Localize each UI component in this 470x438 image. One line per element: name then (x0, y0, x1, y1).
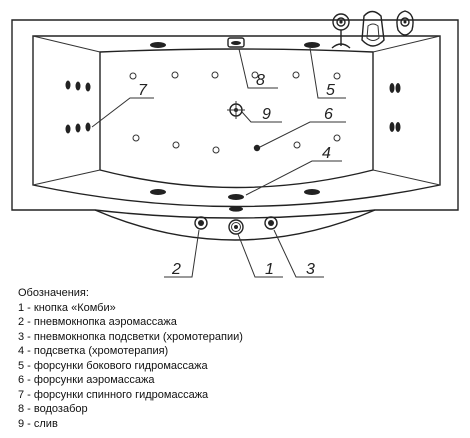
legend-title: Обозначения: (18, 287, 89, 299)
backrest-edge-left-bottom (32, 169, 101, 186)
back-hydromassage-jets (65, 80, 91, 134)
back-jet (85, 122, 91, 132)
combi-button (228, 219, 244, 235)
backrest-edge-right-bottom (372, 169, 441, 186)
water-intake (227, 37, 245, 48)
air-jet-highlighted (253, 144, 261, 152)
spout-outlet-center (403, 20, 407, 24)
legend-item: 6 - форсунки аэромассажа (18, 374, 155, 386)
leader-3 (273, 229, 324, 278)
leader-5 (309, 47, 346, 99)
side-jet (304, 42, 320, 48)
faucet-knob-inner (336, 17, 346, 27)
legend-item: 3 - пневмокнопка подсветки (хромотерапии… (18, 330, 243, 343)
air-jet (212, 146, 220, 154)
air-jet (211, 71, 219, 79)
control-buttons (194, 216, 278, 235)
side-jet (229, 206, 243, 212)
air-jet (333, 72, 341, 80)
tub-outline (11, 19, 459, 241)
legend: Обозначения: 1 - кнопка «Комби» 2 - пнев… (18, 286, 243, 431)
side-jet (395, 122, 401, 132)
leader-8 (238, 48, 278, 89)
back-jet (75, 81, 81, 91)
callout-7: 7 (138, 82, 148, 99)
side-jet (150, 42, 166, 48)
front-apron-inner-edge (94, 209, 376, 219)
combi-button-inner (234, 225, 238, 229)
spout-outlet (400, 17, 410, 27)
side-jet (304, 189, 320, 195)
tub-outer-rim (11, 19, 459, 241)
callout-2: 2 (171, 261, 181, 278)
backrest-edge-right-top (372, 35, 441, 53)
air-jet (292, 71, 300, 79)
callout-1: 1 (265, 261, 274, 278)
faucet-knob-center (339, 20, 343, 24)
callout-8: 8 (256, 72, 265, 89)
leader-lines (91, 47, 346, 278)
side-jet (389, 122, 395, 132)
callout-4: 4 (322, 145, 331, 162)
back-jet (75, 123, 81, 133)
legend-item: 5 - форсунки бокового гидромассажа (18, 359, 208, 372)
legend-item: 9 - слив (18, 417, 58, 430)
air-massage-pneumo-button-inner (198, 220, 204, 226)
air-massage-pneumo-button (194, 216, 208, 230)
drain (227, 101, 245, 119)
mixer-body (361, 10, 385, 47)
faucet-group (331, 10, 414, 49)
side-hydromassage-jets (150, 42, 401, 212)
water-intake-body (227, 37, 245, 48)
leader-2 (164, 229, 200, 278)
leader-6 (259, 121, 346, 148)
water-intake-opening (231, 41, 241, 45)
legend-item: 2 - пневмокнопка аэромассажа (18, 316, 177, 328)
leader-4 (245, 160, 342, 196)
air-massage-jets (129, 71, 341, 154)
spout (396, 10, 414, 36)
combi-button-ring (231, 222, 241, 232)
legend-item: 4 - подсветка (хромотерапия) (18, 345, 169, 357)
light-pneumo-button-inner (268, 220, 274, 226)
inner-rim (32, 35, 441, 208)
side-jet (150, 189, 166, 195)
air-jet (293, 141, 301, 149)
air-jet (171, 71, 179, 79)
air-jet (333, 134, 341, 142)
mixer-handle (366, 23, 380, 41)
back-jet (85, 82, 91, 92)
back-jet (65, 80, 71, 90)
chromotherapy-light (228, 194, 244, 200)
faucet-knob (332, 13, 350, 31)
leader-7 (91, 97, 154, 128)
air-jet (132, 134, 140, 142)
air-jet (129, 72, 137, 80)
callout-3: 3 (306, 261, 315, 278)
back-jet (65, 124, 71, 134)
legend-item: 8 - водозабор (18, 403, 88, 415)
leader-9 (241, 111, 282, 123)
faucet-knob-base (331, 43, 351, 49)
light-pneumo-button (264, 216, 278, 230)
side-jet (389, 83, 395, 93)
callout-9: 9 (262, 106, 271, 123)
callout-5: 5 (326, 82, 335, 99)
bathtub-diagram: 7 8 9 6 5 4 2 1 3 (11, 10, 459, 278)
legend-item: 7 - форсунки спинного гидромассажа (18, 388, 209, 401)
callout-6: 6 (324, 106, 333, 123)
leader-1 (237, 233, 283, 278)
legend-item: 1 - кнопка «Комби» (18, 301, 116, 314)
air-jet (251, 71, 259, 79)
air-jet (172, 141, 180, 149)
backrest-edge-left-top (32, 35, 101, 53)
callout-labels: 7 8 9 6 5 4 2 1 3 (138, 72, 335, 278)
side-jet (395, 83, 401, 93)
